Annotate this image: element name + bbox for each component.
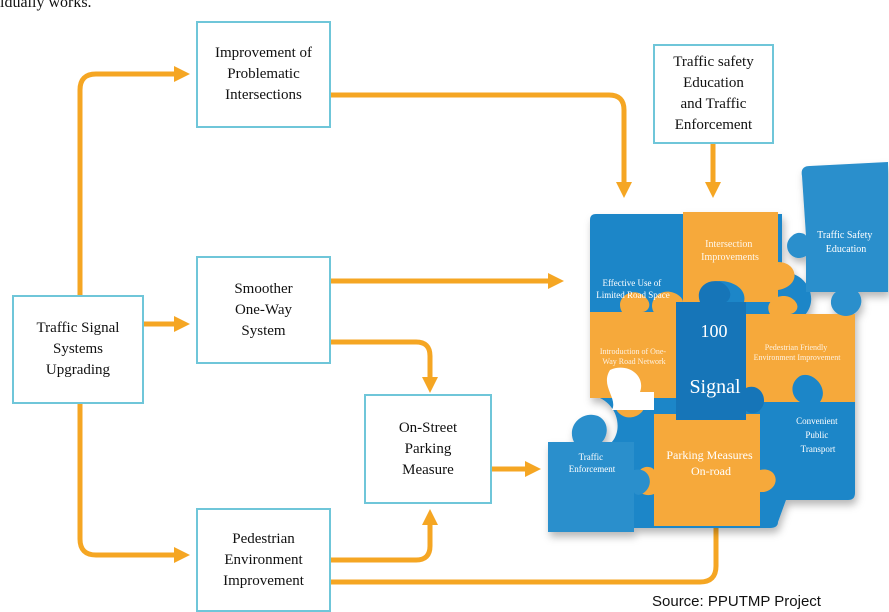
box-smoother-one-way: Smoother One-Way System (196, 256, 331, 364)
puzzle-graphic (548, 162, 888, 532)
puzzle-signal-label: Signal (689, 376, 741, 398)
puzzle-intersection-label: Intersection Improvements (701, 239, 759, 263)
puzzle-right-mid-label: Pedestrian Friendly Environment Improvem… (754, 343, 842, 362)
puzzle-100-label: 100 (701, 321, 728, 341)
puzzle-safety-education-label: Traffic Safety Education (817, 230, 875, 255)
puzzle-convenient-label: Convenient Public Transport (796, 416, 840, 454)
puzzle-enforcement-label: Traffic Enforcement (569, 452, 616, 474)
box-safety-education-enforcement: Traffic safety Education and Traffic Enf… (653, 44, 774, 144)
box-traffic-signal-upgrading: Traffic Signal Systems Upgrading (12, 295, 144, 404)
puzzle-left-mid-label: Introduction of One- Way Road Network (600, 347, 668, 366)
arrow-smoother-to-onstreet (330, 339, 439, 394)
puzzle-piece-enforcement (548, 414, 650, 532)
arrow-signal-to-improvement (77, 65, 191, 296)
arrow-pedestrian-to-puzzle (330, 483, 725, 585)
header-text-fragment: idually works. (0, 0, 92, 11)
box-improvement-intersections: Improvement of Problematic Intersections (196, 21, 331, 128)
box-on-street-parking: On-Street Parking Measure (364, 394, 492, 504)
puzzle-gap (606, 367, 654, 410)
arrow-pedestrian-to-onstreet (330, 508, 439, 563)
puzzle-effective-label: Effective Use of Limited Road Space (596, 278, 669, 300)
puzzle-piece-parking (634, 414, 776, 526)
puzzle-piece-right-mid (738, 295, 855, 402)
puzzle-piece-intersection (652, 212, 795, 319)
puzzle-parking-label: Parking Measures On-road (666, 448, 755, 478)
source-caption: Source: PPUTMP Project (652, 593, 821, 610)
box-pedestrian-environment: Pedestrian Environment Improvement (196, 508, 331, 612)
arrow-improvement-to-puzzle (330, 92, 633, 199)
arrow-signal-to-pedestrian (77, 404, 191, 564)
puzzle-piece-center (676, 281, 765, 420)
puzzle-piece-safety-education (787, 162, 888, 316)
